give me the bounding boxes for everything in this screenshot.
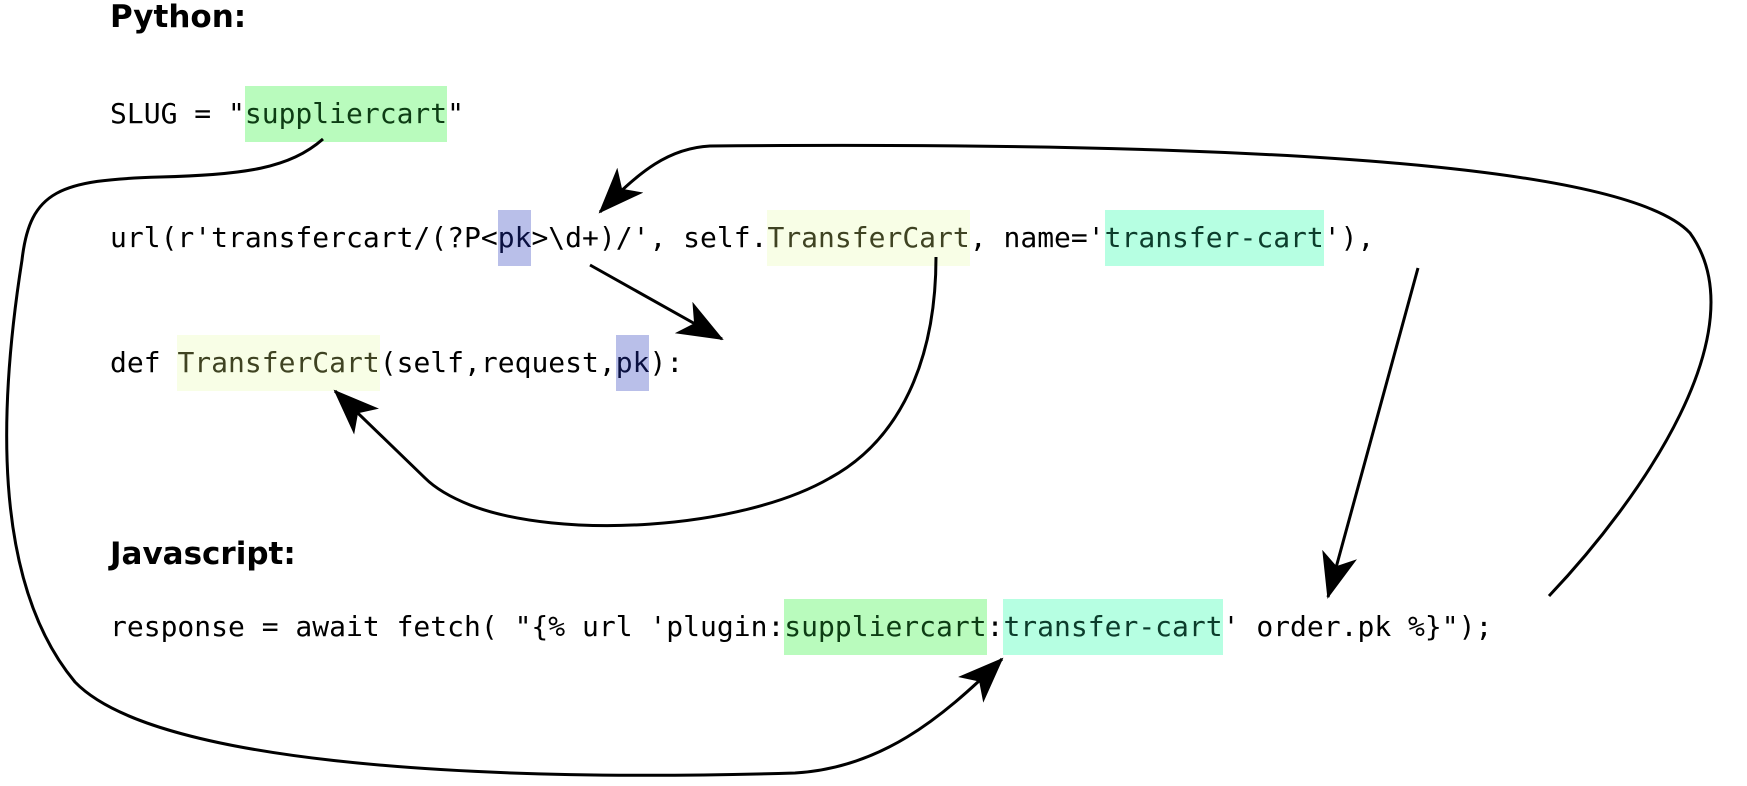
python-heading: Python: <box>110 0 247 35</box>
url-text-3: , name=' <box>969 221 1105 254</box>
url-text-2: >\d+)/', self. <box>531 221 768 254</box>
slug-suffix: " <box>447 97 465 130</box>
response-text-1: response = await fetch( "{% url 'plugin: <box>110 610 785 643</box>
arrow-response-orderpk-to-url-pk <box>598 143 1713 598</box>
response-highlight-transfer-cart: transfer-cart <box>1003 599 1223 655</box>
response-line: response = await fetch( "{% url 'plugin:… <box>110 599 1492 655</box>
slug-highlight-suppliercart: suppliercart <box>244 86 448 142</box>
def-highlight-transfercart: TransferCart <box>177 335 380 391</box>
url-line: url(r'transfercart/(?P<pk>\d+)/', self.T… <box>110 210 1374 266</box>
response-highlight-suppliercart: suppliercart <box>784 599 987 655</box>
url-highlight-transfer-cart-name: transfer-cart <box>1104 210 1324 266</box>
url-highlight-transfercart-view: TransferCart <box>767 210 970 266</box>
url-text-1: url(r'transfercart/(?P< <box>110 221 498 254</box>
arrow-slug-to-response-suppliercart <box>5 137 1004 777</box>
slug-line: SLUG = "suppliercart" <box>110 86 464 142</box>
url-text-4: '), <box>1323 221 1375 254</box>
def-end: ): <box>649 346 684 379</box>
def-line: def TransferCart(self,request,pk): <box>110 335 683 391</box>
response-text-2: ' order.pk %}"); <box>1222 610 1493 643</box>
arrow-url-name-to-response-transfer-cart <box>1322 267 1420 599</box>
def-keyword: def <box>110 346 178 379</box>
def-params: (self,request, <box>379 346 616 379</box>
arrow-url-pk-to-def-pk <box>589 263 724 341</box>
arrow-url-transfercart-to-def-transfercart <box>333 256 938 528</box>
javascript-heading: Javascript: <box>110 536 296 572</box>
url-highlight-pk: pk <box>497 210 532 266</box>
def-highlight-pk: pk <box>615 335 650 391</box>
slug-prefix: SLUG = " <box>110 97 245 130</box>
response-colon: : <box>986 610 1004 643</box>
